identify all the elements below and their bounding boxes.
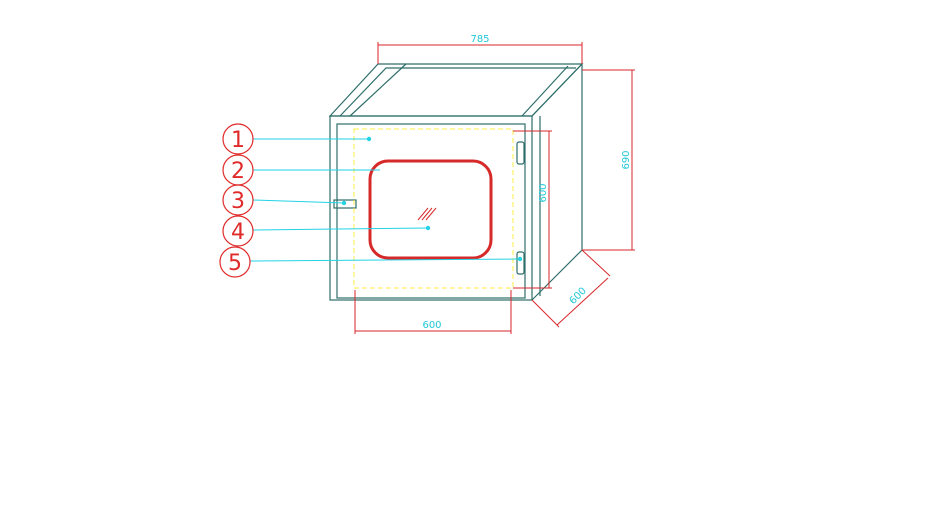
leader-dot-4 [425, 225, 431, 231]
viewing-window [368, 159, 493, 260]
leader-4 [252, 227, 429, 231]
dim-depth-ext-1 [531, 299, 560, 328]
dimension-lines [354, 42, 635, 334]
callout-number-2: 2 [231, 159, 245, 184]
door-handle [333, 199, 357, 209]
lower-hinge [516, 251, 525, 275]
dim-text-door-width: 600 [422, 320, 441, 331]
callout-circle-5 [219, 246, 251, 278]
dim-text-depth: 600 [568, 286, 589, 307]
leader-3 [252, 199, 345, 204]
callout-circle-3 [222, 184, 254, 216]
dim-text-690: 690 [621, 150, 632, 169]
dim-depth-ext-2 [581, 249, 611, 277]
callout-number-3: 3 [231, 189, 245, 214]
callout-number-4: 4 [231, 220, 245, 245]
cabinet-top-face [328, 63, 584, 117]
callout-circle-4 [222, 215, 254, 247]
leader-dot-3 [341, 200, 347, 206]
dim-text-785: 785 [470, 34, 489, 45]
dim-text-door-height: 600 [538, 183, 549, 202]
leader-dots [341, 136, 523, 262]
cabinet-top-inner-line [339, 67, 576, 117]
leader-5 [249, 258, 521, 262]
leader-dot-5 [517, 256, 523, 262]
callout-number-1: 1 [231, 128, 245, 153]
cabinet-front-inner-frame [336, 123, 526, 299]
leader-dot-1 [366, 136, 372, 142]
cabinet-front-frame [329, 115, 533, 301]
callout-circle-1 [222, 123, 254, 155]
cabinet-top-inner-line-2 [349, 63, 569, 117]
door-hinges [333, 141, 525, 275]
cabinet-outline [328, 62, 584, 301]
dim-depth-line [556, 277, 609, 326]
cabinet-right-face [531, 62, 583, 301]
callout-number-5: 5 [228, 251, 242, 276]
glass-hatch-icon [417, 207, 437, 221]
callout-bubbles [219, 123, 254, 278]
leader-lines [249, 138, 521, 262]
upper-hinge [516, 141, 525, 165]
door-dashed-frame [353, 128, 514, 289]
